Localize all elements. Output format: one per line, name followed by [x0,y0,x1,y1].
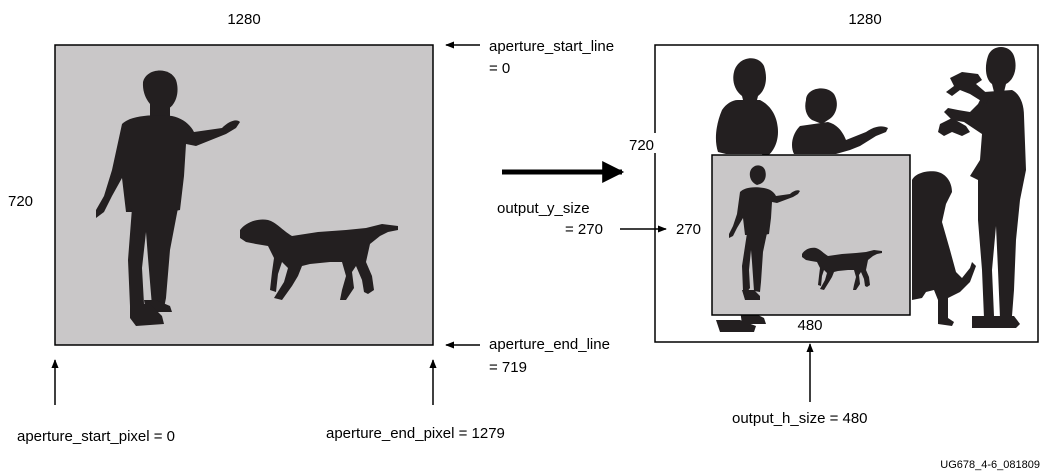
inset-height-label: 270 [676,221,701,238]
inset-boy-silhouette [729,165,800,300]
man-silhouette [938,47,1026,328]
output-width-label: 1280 [848,11,881,28]
input-width-label: 1280 [227,11,260,28]
inset-width-label: 480 [797,317,822,334]
input-frame-box [54,44,434,346]
aperture-end-line-value: = 719 [489,359,527,376]
aperture-end-pixel-label: aperture_end_pixel = 1279 [326,425,505,442]
output-height-label-bg [627,133,661,153]
input-frame [54,44,434,346]
aperture-start-pixel-label: aperture_start_pixel = 0 [17,428,175,445]
girl-silhouette [792,88,888,154]
boy-silhouette [96,70,240,326]
big-dog-silhouette [912,171,976,326]
inset-dog-silhouette [802,247,882,290]
output-h-size-label: output_h_size = 480 [732,410,868,427]
output-y-size-label: output_y_size [497,200,590,217]
output-y-size-value: = 270 [565,221,603,238]
aperture-end-pixel-callout: aperture_end_pixel = 1279 [326,359,505,442]
aperture-end-line-label: aperture_end_line [489,336,610,353]
figure-id: UG678_4-6_081809 [940,459,1040,471]
woman-silhouette [715,58,778,332]
output-h-size-callout: output_h_size = 480 [732,343,868,427]
output-inset-box [711,154,911,316]
aperture-start-line-label: aperture_start_line [489,38,614,55]
input-height-label: 720 [8,193,33,210]
output-height-label: 720 [629,137,654,154]
aperture-end-line-callout: aperture_end_line = 719 [445,336,610,376]
dog-silhouette [240,219,398,300]
output-frame [654,44,1039,343]
aperture-start-line-callout: aperture_start_line = 0 [445,38,614,77]
aperture-start-pixel-callout: aperture_start_pixel = 0 [17,359,175,445]
aperture-start-line-value: = 0 [489,60,510,77]
output-y-size-callout: output_y_size = 270 [497,200,667,238]
